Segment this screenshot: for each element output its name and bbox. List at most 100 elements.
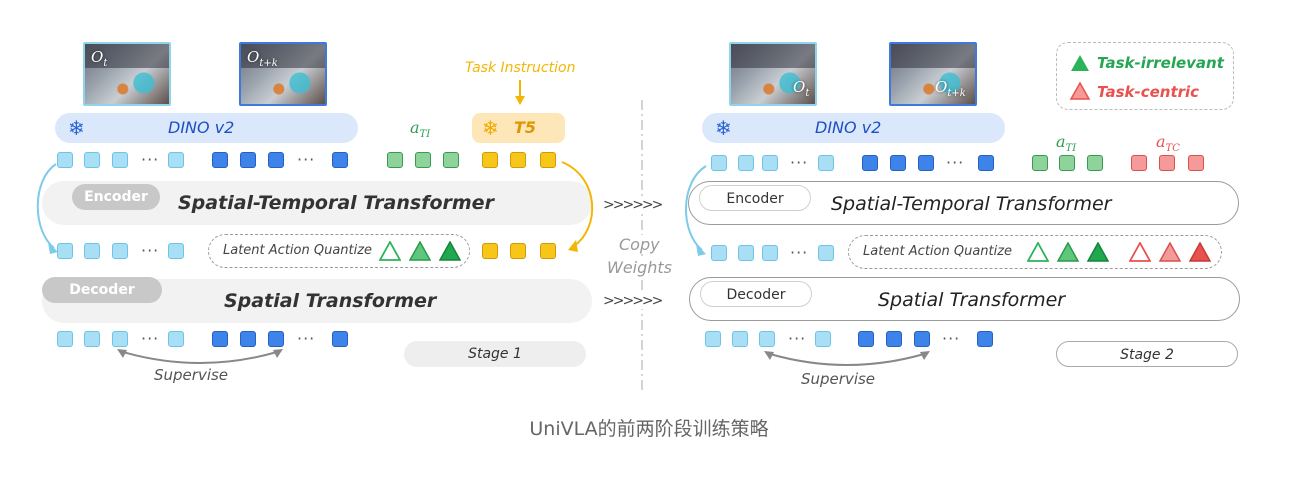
frame-ot: Ot (83, 42, 171, 106)
latent-quantize-right: Latent Action Quantize (848, 235, 1222, 269)
dino-label: DINO v2 (815, 118, 882, 137)
encoder-panel-right: Encoder Spatial-Temporal Transformer (688, 181, 1239, 225)
token-light (168, 152, 184, 168)
token-green (1032, 155, 1048, 171)
dino-bar-right: ❄ DINO v2 (702, 113, 1005, 143)
token-light (705, 331, 721, 347)
triangle-green-icon (1057, 242, 1079, 262)
token-green (415, 152, 431, 168)
a-tc-label: aTC (1156, 132, 1180, 155)
frame-ot: Ot (729, 42, 817, 106)
token-yellow (510, 243, 526, 259)
token-light (57, 243, 73, 259)
token-green (387, 152, 403, 168)
legend-irrelevant: Task-irrelevant (1097, 54, 1224, 72)
token-light (168, 243, 184, 259)
token-dark (240, 152, 256, 168)
token-green (1059, 155, 1075, 171)
token-light (168, 331, 184, 347)
token-light (711, 245, 727, 261)
token-light (732, 331, 748, 347)
token-dark (268, 152, 284, 168)
encoder-pill: Encoder (699, 185, 811, 211)
ellipsis: ··· (790, 243, 809, 262)
t5-label: T5 (514, 118, 537, 137)
snowflake-icon: ❄ (482, 116, 499, 140)
stage-2-label: Stage 2 (1056, 341, 1238, 367)
frame-otk-label: Ot+k (935, 78, 966, 99)
frame-otk-label: Ot+k (247, 48, 278, 69)
token-yellow (510, 152, 526, 168)
triangle-green-icon (1071, 55, 1089, 71)
snowflake-icon: ❄ (715, 116, 732, 140)
decoder-pill: Decoder (700, 281, 812, 307)
triangle-red-icon (1189, 242, 1211, 262)
frame-otk: Ot+k (239, 42, 327, 106)
latent-label: Latent Action Quantize (223, 243, 373, 258)
ellipsis: ··· (946, 153, 965, 172)
triangle-outline-icon (379, 241, 401, 261)
arrows-encoder: >>>>>> (603, 197, 663, 213)
token-dark (886, 331, 902, 347)
token-light (759, 331, 775, 347)
token-light (57, 152, 73, 168)
skip-arrow-right (685, 165, 707, 256)
legend-centric: Task-centric (1097, 83, 1200, 101)
ellipsis: ··· (942, 329, 961, 348)
token-light (762, 155, 778, 171)
token-light (112, 243, 128, 259)
decoder-panel-left: Decoder Spatial Transformer (42, 277, 592, 323)
skip-arrow-left (36, 163, 58, 254)
token-dark (858, 331, 874, 347)
latent-quantize-left: Latent Action Quantize (208, 234, 470, 268)
frame-otk: Ot+k (889, 42, 977, 106)
triangle-red-outline-icon (1129, 242, 1151, 262)
dino-bar-left: ❄ DINO v2 (55, 113, 358, 143)
triangle-red-icon (1069, 81, 1091, 100)
token-red (1188, 155, 1204, 171)
copy-label: Copy (619, 235, 660, 254)
task-instruction-arrow (515, 80, 525, 105)
ellipsis: ··· (141, 150, 160, 169)
token-light (84, 152, 100, 168)
triangle-green-icon (409, 241, 431, 261)
decoder-title: Spatial Transformer (878, 289, 1066, 311)
token-dark (332, 152, 348, 168)
token-dark (977, 331, 993, 347)
ellipsis: ··· (297, 150, 316, 169)
supervise-label-right: Supervise (801, 370, 876, 388)
token-green (1087, 155, 1103, 171)
token-dark (890, 155, 906, 171)
weights-label: Weights (607, 258, 673, 277)
stage-1-label: Stage 1 (404, 341, 586, 367)
ellipsis: ··· (788, 329, 807, 348)
dino-label: DINO v2 (168, 118, 235, 137)
snowflake-icon: ❄ (68, 116, 85, 140)
token-dark (268, 331, 284, 347)
token-light (818, 245, 834, 261)
figure-caption: UniVLA的前两阶段训练策略 (529, 418, 769, 440)
latent-label: Latent Action Quantize (863, 244, 1013, 259)
token-yellow (540, 152, 556, 168)
a-ti-label: aTI (1056, 132, 1077, 155)
token-light (711, 155, 727, 171)
token-yellow (540, 243, 556, 259)
token-light (738, 155, 754, 171)
token-light (815, 331, 831, 347)
token-light (84, 331, 100, 347)
ellipsis: ··· (297, 329, 316, 348)
token-green (443, 152, 459, 168)
token-dark (862, 155, 878, 171)
task-instruction-label: Task Instruction (465, 60, 576, 76)
ellipsis: ··· (790, 153, 809, 172)
token-light (112, 331, 128, 347)
token-dark (212, 331, 228, 347)
encoder-title: Spatial-Temporal Transformer (178, 192, 494, 214)
a-ti-label: aTI (410, 118, 431, 141)
token-dark (914, 331, 930, 347)
token-light (84, 243, 100, 259)
triangle-outline-icon (1027, 242, 1049, 262)
frame-ot-label: Ot (793, 78, 810, 99)
decoder-pill: Decoder (42, 277, 162, 303)
token-light (738, 245, 754, 261)
